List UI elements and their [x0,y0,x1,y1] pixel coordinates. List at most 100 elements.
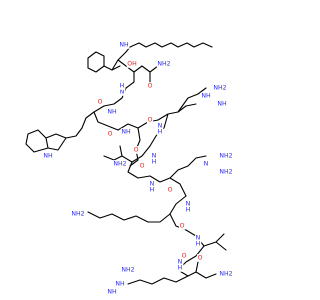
atom-label: NH [43,153,53,160]
atom-label: O [198,255,203,262]
arg3-sidechain [127,275,189,285]
atom-label-background [138,162,146,170]
statine-backbone [111,46,135,83]
atom-label: O [148,117,153,124]
peptide-structure-drawing: NH OH NH2 O N H O NH NH NH O NH2 O N H O… [25,41,234,296]
atom-label: O [140,163,145,170]
atom-label: H [152,159,157,166]
atom-label-background [120,266,136,274]
atom-label: O [182,253,187,260]
atom-label: N [178,259,183,266]
atom-label-background [42,152,54,160]
val-backbone [177,235,205,271]
atom-label-background [200,92,212,100]
atom-label-background [180,252,188,260]
atom-label-background [195,234,202,242]
atom-label-background [106,108,118,116]
atom-label: NH [119,42,129,49]
arg3-terminal-amide [195,261,199,273]
atom-label-background [196,254,204,262]
cyclohexyl-ring [87,51,105,73]
atom-label-background [146,82,154,90]
atom-label-background [156,60,172,68]
atom-label: NH2 [219,169,232,176]
atom-label-background [216,100,228,108]
amide-sidechain-1 [133,65,159,83]
atom-label: N [186,201,191,208]
atom-label: N [158,123,163,130]
atom-label-background [151,158,158,166]
atom-label-background [119,88,126,96]
atom-label-background [112,160,128,168]
atom-label: N [204,161,209,168]
atom-label: N [120,89,125,96]
atom-label-background [106,288,118,296]
ile-sidechain [103,145,133,163]
atom-label-background [149,180,156,188]
atom-label-background [177,258,184,266]
atom-label-background [126,60,138,68]
atom-label-background [218,270,234,278]
atom-label-background [157,128,164,136]
atom-label-background [120,128,132,136]
atom-label-background [96,98,104,106]
atom-label: NH2 [157,61,170,68]
atom-label: NH2 [213,85,226,92]
atom-label: NH [121,129,131,136]
atom-label-background [114,280,126,288]
atom-label: NH2 [121,267,134,274]
atom-label: O [180,223,185,230]
atom-label: H [186,207,191,214]
atom-label: H [150,187,155,194]
atom-label: NH2 [113,161,126,168]
atom-label-background [132,146,140,154]
atom-label: H [196,241,201,248]
arg3-backbone [177,269,217,279]
atom-label: OH [127,61,137,68]
atom-label-background [185,206,192,214]
trp-carbonyl [93,111,119,131]
atom-label-background [218,152,234,160]
atom-label: H [120,83,125,90]
trp-backbone [65,105,105,139]
atom-label-background [106,130,114,138]
atom-label: NH [107,109,117,116]
atom-label: NH2 [71,211,84,218]
atom-label: O [108,131,113,138]
atom-label-background [203,160,210,168]
atom-label-background [118,41,130,49]
atom-label-background [178,222,186,230]
arg1-sidechain [177,87,207,113]
atom-label: O [134,147,139,154]
atom-label: O [98,99,103,106]
atom-label: NH [115,281,125,288]
arg2-sidechain [169,155,207,179]
atom-label-background [195,240,202,248]
atom-label: NH [217,101,227,108]
atom-label: O [168,187,173,194]
atom-label: H [158,129,163,136]
molecule-canvas: NH OH NH2 O N H O NH NH NH O NH2 O N H O… [25,41,234,296]
atom-label-background [166,186,174,194]
atom-label: N [196,235,201,242]
ile-backbone [127,145,151,179]
arg1-backbone [157,103,197,121]
atom-label: N [150,181,155,188]
atom-labels: NH OH NH2 O N H O NH NH NH O NH2 O N H O… [42,41,234,296]
atom-label: NH2 [219,271,232,278]
trp-indole-5ring [45,133,67,151]
atom-label: NH [107,289,117,296]
atom-label: H [178,265,183,272]
atom-label-background [151,152,158,160]
atom-label: O [148,83,153,90]
atom-label-background [212,84,228,92]
atom-label-background [177,264,184,272]
atom-label: NH [201,93,211,100]
atom-label-background [157,122,164,130]
lys-backbone [147,195,187,223]
lys-sidechain [87,211,149,223]
atom-label-background [119,82,126,90]
atom-label-background [146,116,154,124]
atom-label-background [185,200,192,208]
backbone-1 [103,81,135,107]
